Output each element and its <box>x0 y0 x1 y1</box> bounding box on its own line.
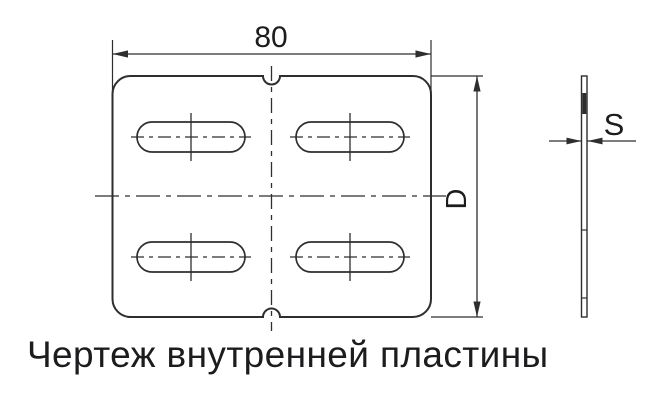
arrowhead-right <box>415 50 431 58</box>
side-plate-outline <box>580 75 588 318</box>
arrowhead-left <box>566 137 582 145</box>
slot-top-left <box>131 113 251 161</box>
slot-bottom-right <box>290 233 410 281</box>
slot-top-right <box>290 113 410 161</box>
plate-outline <box>111 75 432 318</box>
caption: Чертеж внутренней пластины <box>27 334 549 375</box>
arrowhead-top <box>473 76 481 92</box>
thickness-dimension-label: S <box>604 107 625 142</box>
side-view <box>580 75 588 318</box>
arrowhead-left <box>112 50 128 58</box>
height-dimension: D <box>431 75 483 318</box>
arrowhead-right <box>587 137 603 145</box>
arrowhead-bottom <box>473 301 481 317</box>
front-view <box>95 66 446 331</box>
slot-bottom-left <box>131 233 251 281</box>
side-plate-section-mark <box>582 93 587 114</box>
height-dimension-label: D <box>441 189 473 210</box>
thickness-dimension: S <box>549 107 636 145</box>
width-dimension: 80 <box>111 21 432 92</box>
width-dimension-label: 80 <box>254 21 287 54</box>
